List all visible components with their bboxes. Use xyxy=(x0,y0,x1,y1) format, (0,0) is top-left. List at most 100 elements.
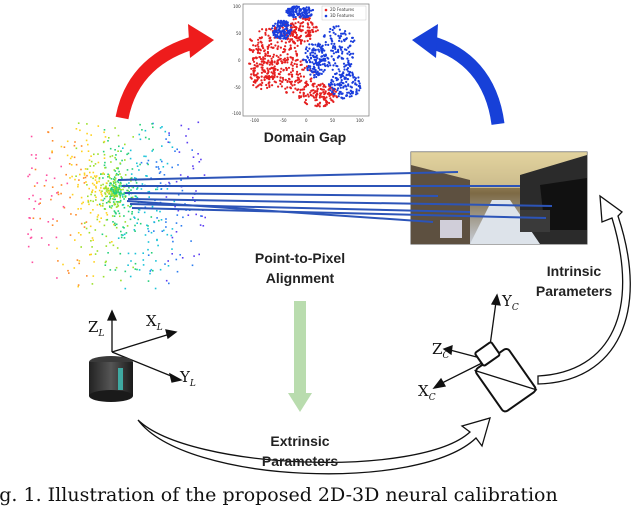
lidar-point xyxy=(86,184,88,186)
lidar-point xyxy=(117,201,119,203)
lidar-point xyxy=(150,216,153,218)
lidar-point xyxy=(115,174,117,176)
tsne-point xyxy=(308,26,311,29)
lidar-point xyxy=(32,217,35,219)
tsne-point xyxy=(291,67,294,70)
tsne-point xyxy=(342,86,345,89)
lidar-point xyxy=(163,229,165,232)
tsne-point xyxy=(324,54,327,57)
lidar-point xyxy=(112,201,115,203)
tsne-point xyxy=(306,93,309,96)
tsne-point xyxy=(291,75,294,78)
tsne-point xyxy=(339,46,342,49)
tsne-point xyxy=(295,73,298,76)
tsne-point xyxy=(274,29,277,32)
lidar-point xyxy=(63,206,66,209)
tsne-point xyxy=(345,88,348,91)
lidar-point xyxy=(101,195,103,197)
tsne-point xyxy=(316,88,319,91)
lidar-point xyxy=(200,215,202,217)
tsne-point xyxy=(286,11,289,14)
tsne-point xyxy=(318,102,321,105)
lidar-point xyxy=(117,205,120,207)
lidar-point xyxy=(100,199,103,201)
tsne-point xyxy=(332,75,335,78)
lidar-point xyxy=(132,136,134,138)
lidar-point xyxy=(120,184,123,187)
tsne-point xyxy=(294,59,297,62)
lidar-point xyxy=(151,150,153,152)
lidar-point xyxy=(78,262,80,265)
lidar-point xyxy=(27,233,29,235)
tsne-point xyxy=(273,61,276,64)
lidar-point xyxy=(110,188,112,191)
tsne-point xyxy=(299,34,303,37)
lidar-point xyxy=(118,145,120,148)
tsne-point xyxy=(338,36,341,40)
tsne-point xyxy=(286,86,289,89)
lidar-point xyxy=(123,237,126,239)
lidar-point xyxy=(73,144,76,147)
tsne-point xyxy=(335,64,338,67)
tsne-point xyxy=(265,83,268,87)
lidar-point xyxy=(158,219,160,222)
lidar-point xyxy=(118,170,120,173)
lidar-point xyxy=(124,195,127,197)
tsne-point xyxy=(267,45,270,49)
lidar-point xyxy=(98,177,101,180)
tsne-point xyxy=(295,10,298,13)
tsne-point xyxy=(298,95,301,98)
lidar-point xyxy=(179,174,182,176)
lidar-point xyxy=(123,198,125,200)
tsne-point xyxy=(276,35,279,38)
lidar-point xyxy=(168,181,170,184)
lidar-point xyxy=(127,189,129,192)
tsne-point xyxy=(314,43,317,46)
lidar-point xyxy=(105,202,108,204)
tsne-point xyxy=(307,31,310,34)
tsne-point xyxy=(294,80,297,83)
tsne-point xyxy=(292,24,295,27)
lidar-point xyxy=(156,238,158,241)
tsne-point xyxy=(266,61,269,64)
tsne-point xyxy=(331,46,334,50)
tsne-point xyxy=(314,71,317,74)
lidar-point xyxy=(185,135,187,137)
lidar-point xyxy=(86,168,89,170)
tsne-point xyxy=(257,41,260,44)
lidar-point xyxy=(103,187,106,190)
lidar-point xyxy=(92,239,94,241)
lidar-point xyxy=(192,156,195,158)
lidar-point xyxy=(109,201,111,204)
lidar-point xyxy=(181,257,184,259)
tsne-point xyxy=(328,30,331,33)
lidar-point xyxy=(66,140,69,143)
lidar-point xyxy=(112,244,115,247)
lidar-point xyxy=(140,161,143,164)
tsne-point xyxy=(330,79,333,82)
extrinsic-label-line1: Extrinsic xyxy=(270,433,330,449)
tsne-point xyxy=(279,70,282,73)
tsne-point xyxy=(257,45,260,48)
lidar-point xyxy=(74,239,76,241)
tsne-point xyxy=(260,75,263,78)
lidar-point xyxy=(176,270,179,273)
lidar-point xyxy=(117,237,120,239)
tsne-point xyxy=(294,25,297,28)
lidar-point xyxy=(108,174,111,176)
lidar-point xyxy=(168,141,171,144)
lidar-point xyxy=(32,194,34,197)
lidar-point xyxy=(75,163,78,166)
lidar-point xyxy=(114,189,117,192)
tsne-point xyxy=(295,54,298,57)
tsne-point xyxy=(357,80,360,83)
tsne-point xyxy=(298,7,301,10)
tsne-point xyxy=(340,57,343,60)
tsne-point xyxy=(297,81,300,84)
lidar-point xyxy=(159,268,162,271)
tsne-point xyxy=(329,89,332,92)
tsne-point xyxy=(299,22,302,25)
tsne-point xyxy=(264,33,267,36)
tsne-point xyxy=(332,80,335,83)
lidar-point xyxy=(154,287,157,290)
